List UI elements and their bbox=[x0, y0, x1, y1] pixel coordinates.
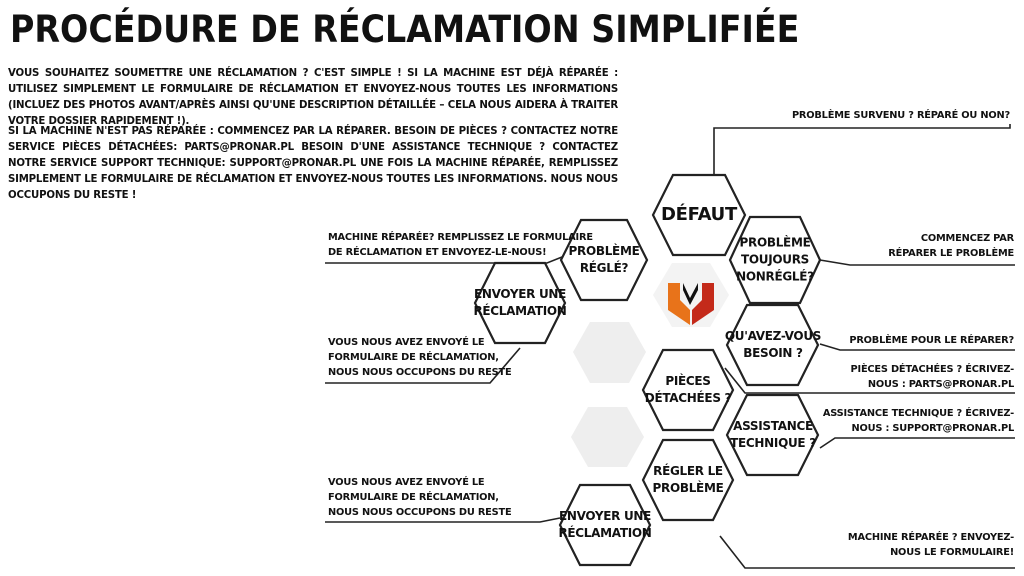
line-regler-bottom bbox=[719, 535, 1015, 569]
label-probleme-survenu: PROBLÈME SURVENU ? RÉPARÉ OU NON? bbox=[791, 110, 1010, 121]
label-machine-reparee-remplissez: MACHINE RÉPARÉE? REMPLISSEZ LE FORMULAIR… bbox=[328, 232, 593, 258]
hex-label-defaut: DÉFAUT bbox=[661, 204, 737, 225]
hex-envoyer1 bbox=[473, 261, 567, 345]
hex-besoin bbox=[725, 303, 820, 387]
line-regle-left bbox=[325, 254, 568, 264]
shadow-hexagon-1 bbox=[573, 322, 646, 383]
line-pieces-right bbox=[724, 367, 1015, 394]
line-defaut-top bbox=[713, 124, 1011, 175]
label-assistance-ecrivez: ASSISTANCE TECHNIQUE ? ÉCRIVEZ-NOUS : SU… bbox=[822, 408, 1014, 434]
line-toujours-right bbox=[819, 259, 1015, 266]
intro-paragraph-repaired: VOUS SOUHAITEZ SOUMETTRE UNE RÉCLAMATION… bbox=[8, 68, 618, 127]
hex-regler bbox=[641, 438, 735, 522]
logo-hexagon bbox=[653, 263, 729, 327]
line-besoin-right bbox=[819, 343, 1015, 351]
hex-toujours bbox=[728, 215, 822, 305]
label-machine-reparee-envoyez: MACHINE RÉPARÉE ? ENVOYEZ-NOUS LE FORMUL… bbox=[847, 532, 1014, 558]
hex-assistance bbox=[725, 393, 820, 477]
label-pieces-ecrivez: PIÈCES DÉTACHÉES ? ÉCRIVEZ-NOUS : PARTS@… bbox=[850, 364, 1015, 390]
line-envoyer1-left bbox=[325, 347, 521, 384]
line-assistance-right bbox=[819, 437, 1015, 449]
hex-pieces bbox=[641, 348, 735, 432]
hex-defaut bbox=[651, 173, 747, 257]
hexagon-outlines bbox=[473, 173, 822, 567]
line-envoyer2-left bbox=[325, 517, 561, 523]
connector-lines bbox=[325, 124, 1015, 569]
intro-paragraph-not-repaired: SI LA MACHINE N'EST PAS RÉPARÉE : COMMEN… bbox=[8, 126, 618, 201]
label-probleme-pour-reparer: PROBLÈME POUR LE RÉPARER? bbox=[849, 335, 1014, 346]
pronar-logo-icon bbox=[668, 283, 714, 325]
hex-probleme-regle bbox=[559, 218, 649, 302]
hex-envoyer2 bbox=[558, 483, 652, 567]
shadow-hexagon-2 bbox=[571, 407, 644, 467]
page-title: PROCÉDURE DE RÉCLAMATION SIMPLIFIÉE bbox=[10, 8, 800, 51]
